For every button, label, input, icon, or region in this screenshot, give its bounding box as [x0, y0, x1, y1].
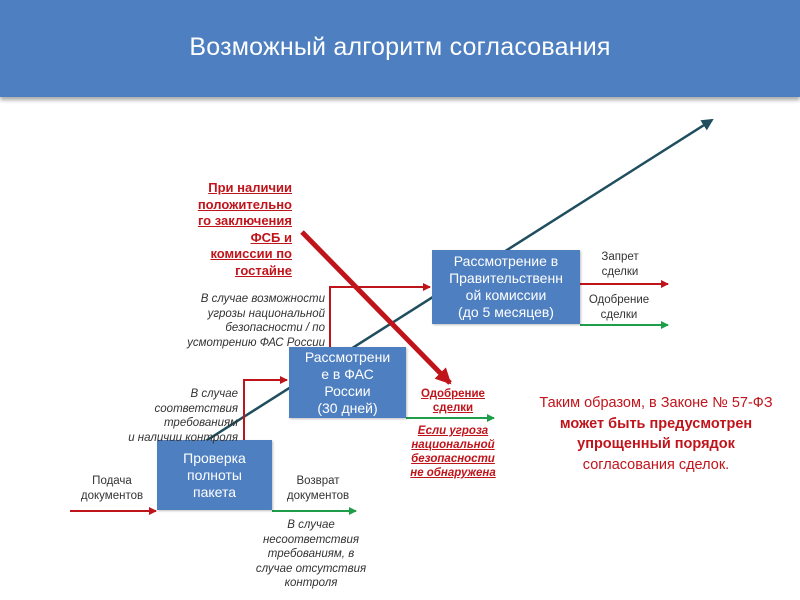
check-package-box: Проверка полноты пакета: [157, 440, 272, 510]
title-banner: Возможный алгоритм согласования: [0, 0, 800, 97]
mismatch-condition-label: В случае несоответствия требованиям, в с…: [255, 519, 367, 589]
page-title: Возможный алгоритм согласования: [189, 33, 611, 61]
ban-deal-label: Запрет сделки: [601, 251, 639, 278]
gov-approve-label: Одобрение сделки: [588, 294, 650, 321]
positive-conclusion-label: При наличии положительно го заключения Ф…: [197, 180, 292, 278]
fas-approve-label: Одобрение сделки: [421, 388, 485, 414]
to-gov-arrow: [329, 283, 431, 350]
submit-documents-label: Подача документов: [80, 475, 144, 502]
threat-condition-label: В случае возможности угрозы национальной…: [187, 293, 325, 349]
government-commission-box: Рассмотрение в Правительственн ой комисс…: [432, 250, 580, 324]
no-threat-label: Если угроза национальной безопасности не…: [410, 425, 496, 479]
to-fas-arrow: [243, 376, 288, 452]
match-condition-label: В случае соответствия требованиям и нали…: [128, 388, 238, 444]
positive-conclusion-arrow: [300, 230, 452, 385]
conclusion-text: Таким образом, в Законе № 57-ФЗ может бы…: [539, 395, 773, 473]
return-documents-label: Возврат документов: [286, 475, 350, 502]
fas-review-box: Рассмотрени е в ФАС России (30 дней): [289, 347, 406, 418]
